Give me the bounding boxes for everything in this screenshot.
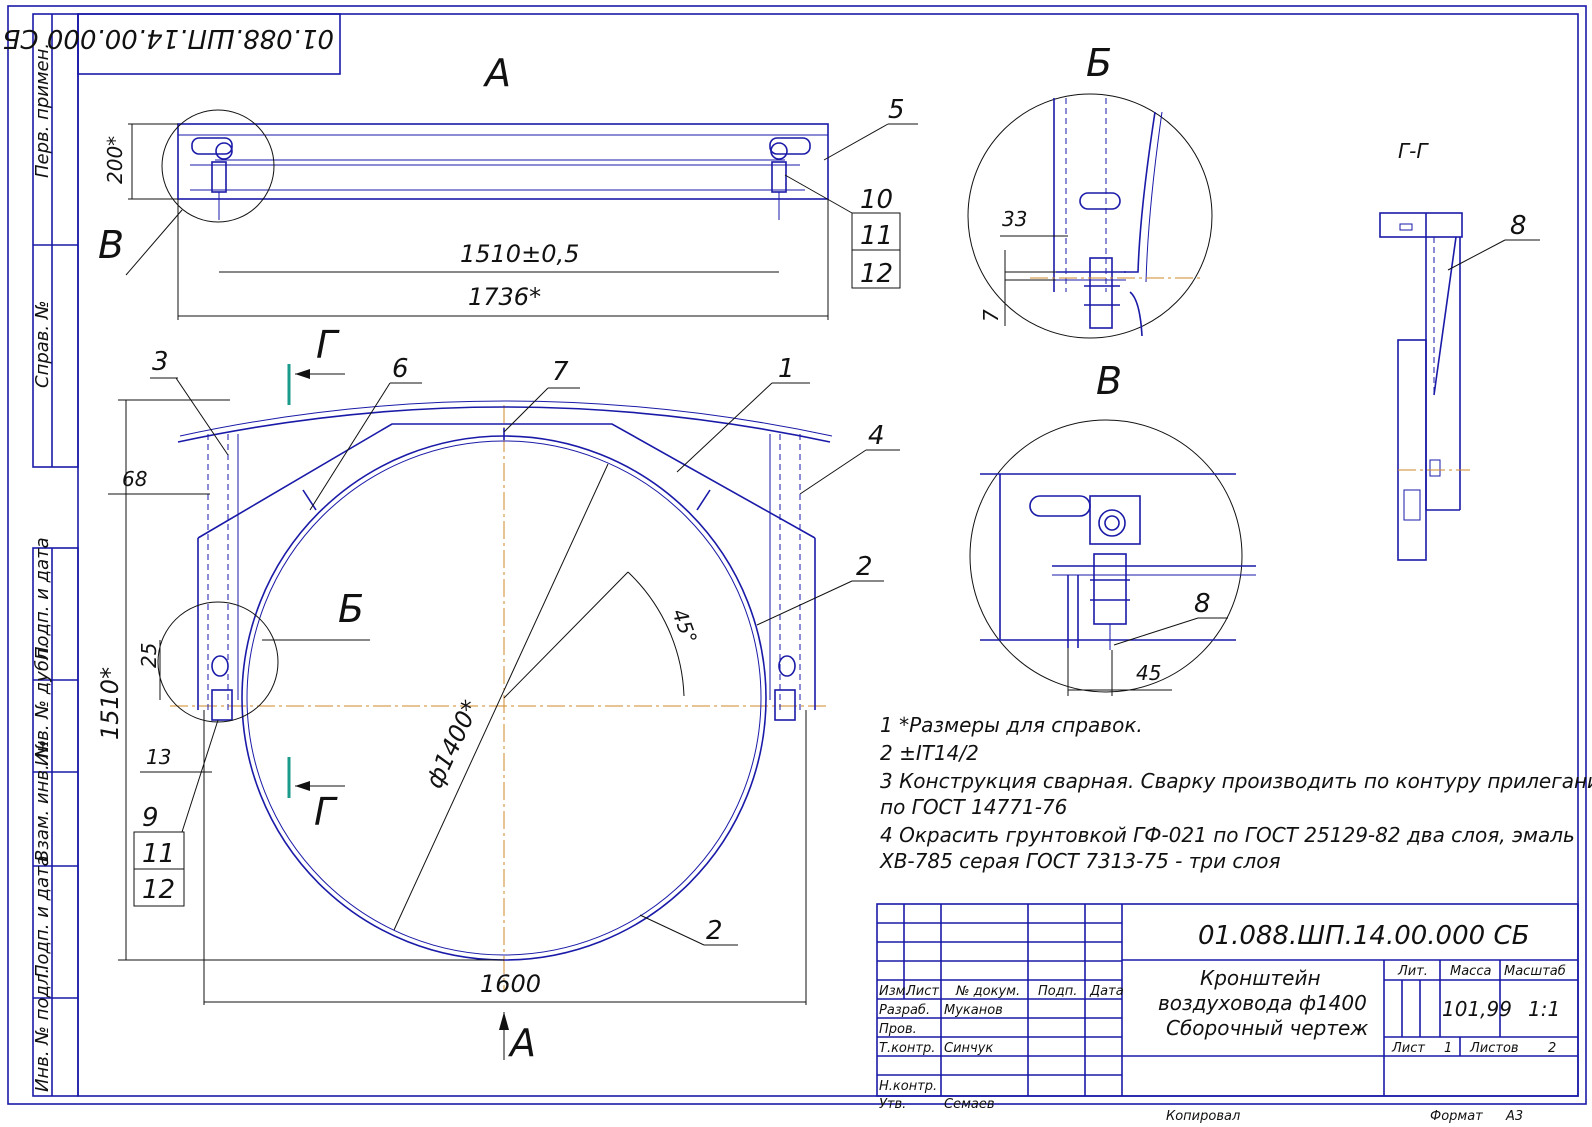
pos-1: 1 bbox=[778, 354, 795, 384]
dim-200: 200* bbox=[103, 136, 127, 184]
listov-label: Листов bbox=[1469, 1041, 1519, 1056]
dim-45: 45 bbox=[1136, 661, 1161, 685]
title-line-2: воздуховода ф1400 bbox=[1158, 991, 1367, 1015]
note-3-cont: по ГОСТ 14771-76 bbox=[880, 795, 1067, 819]
dim-33: 33 bbox=[1002, 207, 1027, 231]
note-2: 2 ±IT14/2 bbox=[880, 741, 979, 765]
view-b-callout: Б bbox=[338, 587, 364, 631]
view-b-label: Б bbox=[1086, 41, 1112, 85]
title-line-1: Кронштейн bbox=[1200, 966, 1321, 990]
pos-8b: 8 bbox=[1510, 211, 1527, 241]
prov-label: Пров. bbox=[879, 1022, 917, 1037]
pos-6: 6 bbox=[392, 354, 409, 384]
lit-label: Лит. bbox=[1397, 964, 1428, 979]
col-list: Лист bbox=[905, 984, 939, 999]
rotated-code-box: 01.088.ШП.14.00.000 СБ bbox=[3, 13, 341, 75]
note-1: 1 *Размеры для справок. bbox=[880, 713, 1143, 737]
dim-1510-05: 1510±0,5 bbox=[460, 240, 579, 268]
podp-data-2-text: Подп. и дата bbox=[32, 855, 53, 978]
note-3: 3 Конструкция сварная. Сварку производит… bbox=[880, 769, 1592, 793]
section-gg-label: Г-Г bbox=[1398, 139, 1429, 163]
tkontr-name: Синчук bbox=[944, 1041, 993, 1056]
dim-1510-vertical: 1510* bbox=[96, 667, 124, 740]
pos-7: 7 bbox=[552, 357, 569, 387]
podp-data-1-text: Подп. и дата bbox=[32, 537, 53, 660]
view-v-label: В bbox=[1096, 359, 1122, 403]
pos-2a: 2 bbox=[856, 552, 873, 582]
dim-7: 7 bbox=[979, 309, 1003, 322]
view-a-bottom-label: А bbox=[507, 1021, 536, 1065]
drawing-code: 01.088.ШП.14.00.000 СБ bbox=[1198, 921, 1529, 951]
note-4-cont: ХВ-785 серая ГОСТ 7313-75 - три слоя bbox=[879, 849, 1280, 873]
pos-9: 9 bbox=[142, 803, 159, 833]
pos-10: 10 bbox=[860, 185, 893, 215]
section-g-top: Г bbox=[316, 323, 340, 367]
dim-25: 25 bbox=[137, 643, 161, 668]
tkontr-label: Т.контр. bbox=[879, 1041, 935, 1056]
col-data: Дата bbox=[1089, 984, 1124, 999]
nkontr-label: Н.контр. bbox=[879, 1079, 937, 1094]
masshtab-label: Масштаб bbox=[1504, 964, 1566, 979]
main-view: Г Г 3 6 7 1 4 2 2 Б 68 25 bbox=[96, 323, 900, 1065]
utv-label: Утв. bbox=[879, 1097, 906, 1112]
utv-name: Семаев bbox=[944, 1097, 995, 1112]
pos-11a: 11 bbox=[860, 221, 893, 251]
title-line-3: Сборочный чертеж bbox=[1166, 1016, 1368, 1040]
outer-frame bbox=[7, 5, 1587, 1105]
pos-3: 3 bbox=[152, 347, 169, 377]
pos-11b: 11 bbox=[142, 839, 175, 869]
pos-12b: 12 bbox=[142, 875, 175, 905]
razrab-name: Муканов bbox=[944, 1003, 1003, 1018]
section-gg: Г-Г 8 bbox=[1379, 139, 1540, 561]
view-v-detail: В 8 45 bbox=[969, 359, 1256, 696]
format-label: Формат bbox=[1430, 1109, 1483, 1124]
dim-45deg: 45° bbox=[667, 606, 702, 648]
side-stamp: Перв. примен. Справ. № Подп. и дата Инв.… bbox=[32, 13, 79, 1097]
dim-1400: ф1400* bbox=[420, 696, 485, 793]
pos-2b: 2 bbox=[706, 916, 723, 946]
inv-dubl-text: Инв. № дубл. bbox=[32, 643, 53, 766]
view-b-detail: Б 33 7 bbox=[967, 41, 1213, 339]
col-izm: Изм. bbox=[879, 984, 910, 999]
copied-label: Копировал bbox=[1166, 1109, 1240, 1124]
list-label: Лист bbox=[1391, 1041, 1425, 1056]
technical-notes: 1 *Размеры для справок. 2 ±IT14/2 3 Конс… bbox=[879, 713, 1592, 873]
mass-value: 101,99 bbox=[1442, 997, 1512, 1021]
dim-13: 13 bbox=[146, 745, 171, 769]
sheets-value: 2 bbox=[1548, 1041, 1556, 1056]
pos-8a: 8 bbox=[1194, 589, 1211, 619]
view-a-top: А В 200* 1510±0,5 1736* 5 bbox=[98, 51, 918, 320]
perv-primen-text: Перв. примен. bbox=[32, 43, 53, 178]
view-v-callout: В bbox=[98, 223, 124, 267]
vzam-inv-text: Взам. инв. № bbox=[32, 740, 53, 862]
section-g-bottom: Г bbox=[314, 790, 338, 834]
scale-value: 1:1 bbox=[1528, 997, 1560, 1021]
pos-12a: 12 bbox=[860, 259, 893, 289]
format-value: А3 bbox=[1505, 1109, 1523, 1124]
massa-label: Масса bbox=[1450, 964, 1491, 979]
razrab-label: Разраб. bbox=[879, 1003, 930, 1018]
pos-4: 4 bbox=[868, 421, 885, 451]
col-doc: № докум. bbox=[955, 984, 1020, 999]
sprav-no-text: Справ. № bbox=[32, 300, 53, 388]
rotated-code-text: 01.088.ШП.14.00.000 СБ bbox=[3, 23, 334, 53]
dim-1736: 1736* bbox=[468, 283, 541, 311]
pos-5: 5 bbox=[888, 95, 905, 125]
sheet-value: 1 bbox=[1444, 1041, 1452, 1056]
col-podp: Подп. bbox=[1038, 984, 1077, 999]
dim-1600: 1600 bbox=[480, 970, 541, 998]
note-4: 4 Окрасить грунтовкой ГФ-021 по ГОСТ 251… bbox=[880, 823, 1575, 847]
view-a-top-label: А bbox=[482, 51, 511, 95]
title-block: 01.088.ШП.14.00.000 СБ Кронштейн воздухо… bbox=[876, 903, 1579, 1112]
inv-podl-text: Инв. № подл. bbox=[32, 968, 53, 1092]
